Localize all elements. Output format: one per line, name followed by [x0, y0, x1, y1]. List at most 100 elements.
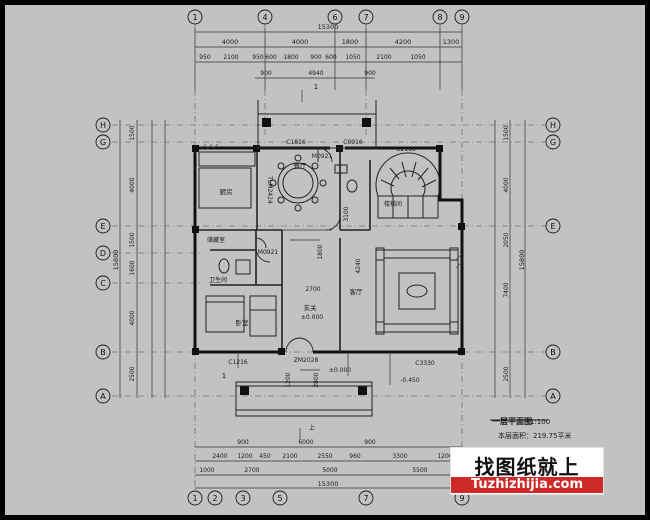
axis-bubble-bottom: 7	[358, 490, 374, 506]
bottom-dimension-lines	[195, 446, 462, 489]
watermark-title: 找图纸就上	[474, 455, 580, 479]
label-window-c2116: C2116	[396, 146, 416, 153]
label-dim-2800: 2800	[313, 372, 320, 387]
dim-right-outer: 2500	[503, 366, 510, 381]
label-level-porch: ±0.000	[329, 367, 351, 374]
dim-top-row2: 2100	[223, 54, 238, 61]
axis-bubble-right: E	[545, 218, 561, 234]
svg-text:G: G	[100, 138, 106, 147]
dim-top-row1: 4000	[222, 38, 239, 46]
label-dim-1800: 1800	[317, 244, 324, 259]
dim-bottom-row3: 5000	[322, 467, 337, 474]
room-stair: 楼梯间	[384, 200, 402, 208]
svg-text:H: H	[100, 121, 106, 130]
interior-walls	[195, 148, 371, 352]
plan-scale: 1:100	[530, 418, 550, 426]
svg-text:9: 9	[459, 13, 464, 22]
watermark: 找图纸就上 Tuzhizhijia.com	[450, 447, 604, 495]
label-window-c1216: C1216	[228, 359, 248, 366]
svg-text:3: 3	[240, 494, 245, 503]
dim-right-outer: 4000	[503, 177, 510, 192]
label-window-c0916: C0916	[343, 139, 363, 146]
drawing-background	[5, 5, 645, 515]
room-living: 客厅	[350, 287, 364, 296]
svg-text:7: 7	[363, 494, 368, 503]
dim-top-row2: 950	[252, 54, 264, 61]
dim-bottom-row3: 5500	[412, 467, 427, 474]
dim-top-row3: 900	[364, 70, 376, 77]
svg-text:8: 8	[437, 13, 442, 22]
dim-left-outer: 1500	[129, 125, 136, 140]
dim-bottom-row2: 2400	[212, 453, 227, 460]
room-storage: 储藏室	[207, 236, 225, 244]
watermark-url: Tuzhizhijia.com	[451, 477, 603, 493]
dim-top-row2: 1800	[283, 54, 298, 61]
room-foyer: 玄关	[304, 303, 318, 312]
svg-text:D: D	[100, 249, 106, 258]
svg-text:7: 7	[363, 13, 368, 22]
dim-left-outer: 1500	[129, 232, 136, 247]
axis-bubble-bottom: 2	[207, 490, 223, 506]
svg-text:6: 6	[332, 13, 337, 22]
axis-bubble-left: C	[95, 275, 111, 291]
axis-bubble-right: H	[545, 117, 561, 133]
axis-bubble-top: 7	[358, 9, 374, 25]
svg-text:G: G	[550, 138, 556, 147]
plan-area: 本层面积：219.75平米	[498, 431, 572, 440]
axis-bubble-top: 8	[432, 9, 448, 25]
dim-bottom-row2: 2100	[282, 453, 297, 460]
axis-bubble-bottom: 3	[235, 490, 251, 506]
kitchen-counters	[198, 151, 256, 209]
axis-bubble-right: B	[545, 344, 561, 360]
label-window-c1816: C1816	[286, 139, 306, 146]
room-dining: 餐厅	[294, 161, 308, 170]
dim-right-outer: 2050	[503, 232, 510, 247]
label-window-c3330: C3330	[415, 360, 435, 367]
svg-text:1: 1	[192, 13, 197, 22]
dim-top-row2: 2100	[376, 54, 391, 61]
room-bedroom: 卧室	[236, 318, 250, 327]
bathroom-fixtures	[218, 164, 358, 275]
axis-bubble-right: G	[545, 134, 561, 150]
label-dim-2700: 2700	[305, 286, 320, 293]
svg-text:E: E	[550, 222, 555, 231]
dim-top-row1: 1800	[342, 38, 359, 46]
front-porch	[235, 381, 373, 417]
dim-bottom-row2: 960	[349, 453, 361, 460]
dim-top-row1: 1300	[443, 38, 460, 46]
living-room-furniture	[375, 247, 459, 335]
label-dim-1200: 1200	[285, 372, 292, 387]
axis-bubble-bottom: 5	[272, 490, 288, 506]
dim-bottom-row2: 450	[259, 453, 271, 460]
label-stair-up: 上	[309, 424, 315, 432]
label-dim-4240: 4240	[355, 258, 362, 273]
label-level-outside: -0.450	[400, 377, 420, 384]
dim-bottom-row2: 2550	[317, 453, 332, 460]
dim-bottom-row1: 6000	[298, 439, 313, 446]
label-dim-3100: 3100	[343, 206, 350, 221]
left-dimension-lines	[119, 120, 166, 398]
dim-bottom-row2: 3300	[392, 453, 407, 460]
dim-top-row2: 950	[199, 54, 211, 61]
dim-top-row3: 900	[260, 70, 272, 77]
dim-top-row1: 4200	[395, 38, 412, 46]
dim-right-outer: 7400	[503, 282, 510, 297]
dim-bottom-row1: 900	[364, 439, 376, 446]
label-door-m0921: M0921	[312, 153, 333, 160]
dim-left-outer: 4000	[129, 310, 136, 325]
dim-left-total: 15800	[112, 250, 120, 271]
wall-hatching	[199, 143, 463, 269]
dim-top-row2: 1050	[410, 54, 425, 61]
dim-top-row2: 1050	[345, 54, 360, 61]
dim-right-total: 15800	[518, 250, 526, 271]
dim-left-outer: 4000	[129, 177, 136, 192]
axis-bubble-left: E	[95, 218, 111, 234]
dim-right-outer: 1500	[503, 125, 510, 140]
axis-bubble-left: B	[95, 344, 111, 360]
plan-title: 一层平面图	[492, 417, 532, 426]
svg-text:E: E	[100, 222, 105, 231]
svg-text:5: 5	[277, 494, 282, 503]
dim-left-outer: 1600	[129, 260, 136, 275]
axis-bubble-top: 9	[454, 9, 470, 25]
